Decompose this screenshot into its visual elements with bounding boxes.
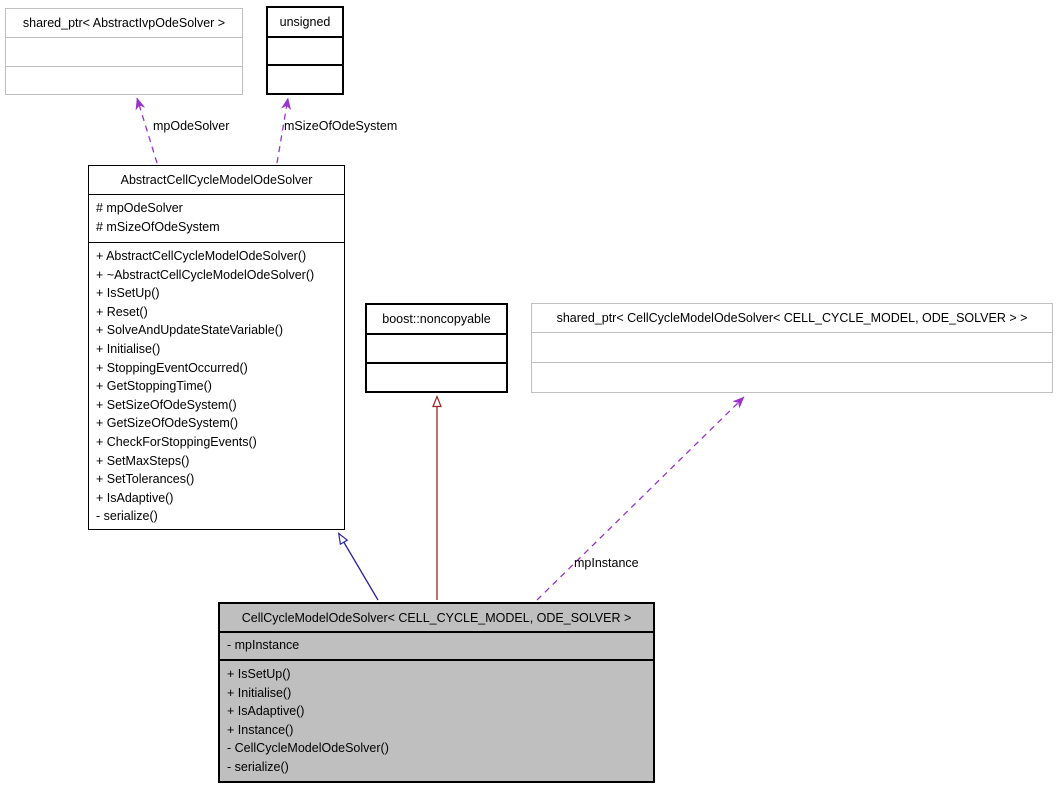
node-methods: + IsSetUp() + Initialise() + IsAdaptive() +… (220, 659, 653, 781)
node-methods-empty (268, 64, 342, 93)
member-row: # mSizeOfOdeSystem (96, 219, 220, 234)
edge-mp-ode-solver (135, 97, 158, 164)
node-title: AbstractCellCycleModelOdeSolver (120, 173, 313, 187)
node-methods-empty (367, 362, 506, 391)
member-row: + IsSetUp() (96, 286, 160, 301)
node-attributes: # mpOdeSolver # mSizeOfOdeSystem (89, 194, 344, 242)
node-cell-cycle-model-ode-solver[interactable]: CellCycleModelOdeSolver< CELL_CYCLE_MODE… (218, 602, 655, 783)
node-boost-noncopyable: boost::noncopyable (365, 303, 508, 393)
node-attributes-empty (268, 36, 342, 64)
member-row: # mpOdeSolver (96, 201, 183, 215)
node-abstract-cell-cycle-model-ode-solver[interactable]: AbstractCellCycleModelOdeSolver # mpOdeS… (88, 165, 345, 530)
member-row: - mpInstance (227, 638, 300, 652)
member-row: + StoppingEventOccurred() (96, 360, 248, 375)
node-methods-empty (6, 66, 242, 94)
node-unsigned: unsigned (266, 6, 344, 95)
member-row: + SetTolerances() (96, 472, 195, 487)
member-row: + SetMaxSteps() (96, 453, 190, 468)
node-methods-empty (532, 362, 1052, 392)
member-row: + SetSizeOfOdeSystem() (96, 397, 237, 412)
member-row: + CheckForStoppingEvents() (96, 434, 257, 449)
node-title: shared_ptr< CellCycleModelOdeSolver< CEL… (556, 311, 1028, 325)
node-attributes-empty (367, 333, 506, 362)
node-attributes-empty (532, 332, 1052, 362)
node-attributes: - mpInstance (220, 631, 653, 659)
member-row: - serialize() (227, 759, 289, 774)
node-title: boost::noncopyable (382, 312, 491, 326)
member-row: + Reset() (96, 304, 148, 319)
node-shared-ptr-cell-cycle-model-ode-solver: shared_ptr< CellCycleModelOdeSolver< CEL… (531, 303, 1053, 393)
node-shared-ptr-abstract-ivp-ode-solver: shared_ptr< AbstractIvpOdeSolver > (5, 8, 243, 95)
edge-public-inheritance (337, 532, 379, 601)
member-row: + GetStoppingTime() (96, 379, 212, 394)
member-row: + SolveAndUpdateStateVariable() (96, 323, 284, 338)
member-row: - serialize() (96, 509, 158, 524)
member-row: + IsAdaptive() (227, 704, 305, 719)
node-title: unsigned (279, 15, 331, 29)
edge-label-m-size-of-ode-system: mSizeOfOdeSystem (284, 119, 398, 133)
member-row: + IsSetUp() (227, 667, 291, 681)
node-title: CellCycleModelOdeSolver< CELL_CYCLE_MODE… (241, 610, 632, 625)
member-row: + Initialise() (227, 685, 292, 700)
node-attributes-empty (6, 37, 242, 66)
member-row: + IsAdaptive() (96, 490, 174, 505)
member-row: + GetSizeOfOdeSystem() (96, 416, 239, 431)
node-methods: + AbstractCellCycleModelOdeSolver() + ~Ab… (89, 242, 344, 529)
member-row: + ~AbstractCellCycleModelOdeSolver() (96, 267, 315, 282)
node-title: shared_ptr< AbstractIvpOdeSolver > (22, 16, 226, 30)
edge-label-mp-ode-solver: mpOdeSolver (153, 119, 230, 133)
member-row: + Instance() (227, 722, 294, 737)
edge-mp-instance (536, 396, 745, 601)
member-row: + AbstractCellCycleModelOdeSolver() (96, 249, 307, 263)
member-row: + Initialise() (96, 341, 161, 356)
edge-label-mp-instance: mpInstance (574, 556, 639, 570)
member-row: - CellCycleModelOdeSolver() (227, 741, 389, 756)
